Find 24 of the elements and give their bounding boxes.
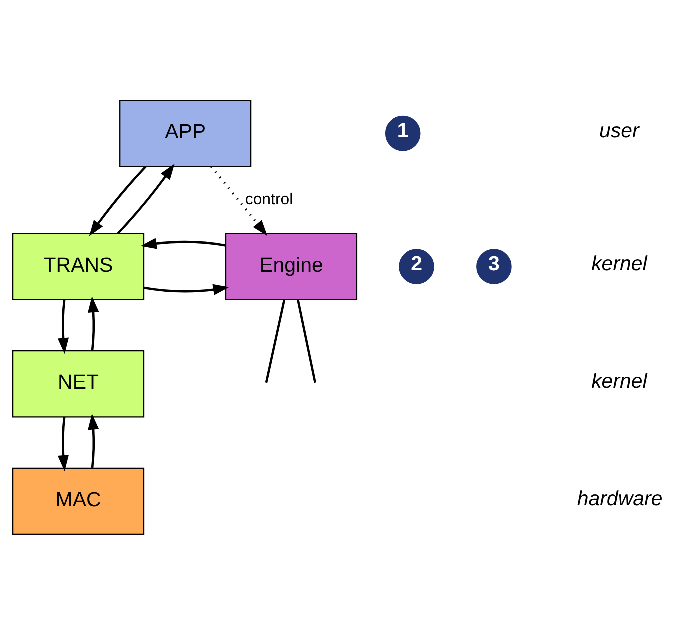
node-box: Engine bbox=[225, 233, 358, 300]
label: kernel bbox=[592, 370, 648, 393]
arrow bbox=[117, 164, 175, 234]
label: user bbox=[600, 119, 640, 142]
label: hardware bbox=[577, 487, 663, 510]
node-circle: 3 bbox=[475, 248, 513, 286]
node-box: TRANS bbox=[12, 233, 145, 300]
arrow bbox=[58, 300, 70, 354]
node-box: NET bbox=[12, 350, 145, 418]
node-circle: 2 bbox=[398, 248, 436, 286]
arrow bbox=[88, 414, 100, 468]
node-box: MAC bbox=[12, 468, 145, 536]
arrow bbox=[144, 284, 230, 296]
node-box: APP bbox=[120, 100, 252, 168]
arrow bbox=[210, 166, 268, 236]
connector bbox=[265, 300, 286, 384]
node-circle: 1 bbox=[384, 114, 422, 152]
arrow bbox=[140, 238, 226, 250]
connector bbox=[297, 300, 316, 384]
label: kernel bbox=[592, 252, 648, 276]
edge-label: control bbox=[245, 191, 294, 208]
arrow bbox=[88, 296, 100, 351]
arrow bbox=[89, 166, 147, 236]
arrow bbox=[58, 417, 70, 472]
